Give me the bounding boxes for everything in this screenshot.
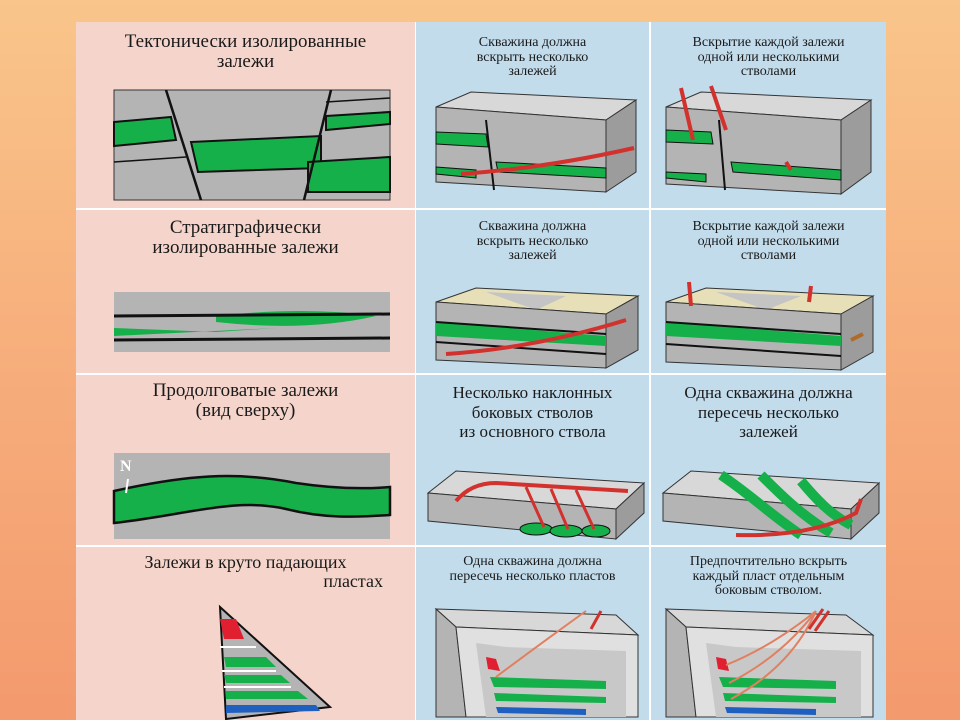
cell-tectonic-single-well: Скважина должна вскрыть несколько залеже…: [416, 22, 649, 208]
title-stratigraphic: Стратиграфически изолированные залежи: [76, 218, 415, 258]
tectonic-block-single-well: [435, 91, 638, 193]
title-line: залежей: [508, 64, 557, 80]
elongated-block-single-well: [661, 470, 881, 541]
title-line: Стратиграфически: [169, 217, 322, 238]
title-line: Одна скважина должна: [463, 554, 602, 569]
elongated-plan-view: N: [112, 453, 392, 539]
cell-elongated: Продолговатые залежи (вид сверху) N: [76, 375, 415, 545]
stratigraphic-block-single-well: [435, 287, 640, 369]
title-line: боковых стволов: [471, 402, 594, 422]
title-line: одной или несколькими: [697, 233, 840, 249]
cell-steep-single-well: Одна скважина должна пересечь несколько …: [416, 547, 649, 720]
title-line: Тектонически изолированные: [124, 31, 367, 52]
cell-stratigraphic: Стратиграфически изолированные залежи: [76, 210, 415, 373]
cell-elongated-single-well: Одна скважина должна пересечь несколько …: [651, 375, 886, 545]
cell-tectonic: Тектонически изолированные залежи: [76, 22, 415, 208]
title-line: залежи: [216, 50, 275, 72]
title-line: Предпочтительно вскрыть: [689, 554, 848, 569]
title-line: Продолговатые залежи: [152, 380, 339, 401]
cell-steep-multi-well: Предпочтительно вскрыть каждый пласт отд…: [651, 547, 886, 720]
title-line: из основного ствола: [459, 422, 606, 442]
title-line: Несколько наклонных: [452, 383, 613, 402]
steep-block-single-well: [434, 607, 640, 718]
title-line: вскрыть несколько: [476, 233, 589, 249]
title-line: стволами: [740, 64, 797, 80]
title-line: пластах: [323, 570, 383, 591]
title-line: каждый пласт отдельным: [692, 568, 845, 584]
title-line: (вид сверху): [195, 399, 296, 421]
title-tectonic-multi-well: Вскрытие каждой залежи одной или несколь…: [651, 35, 886, 80]
title-line: боковым стволом.: [714, 583, 823, 599]
title-stratigraphic-single-well: Скважина должна вскрыть несколько залеже…: [416, 219, 649, 264]
steep-layers-wedge: [218, 604, 333, 720]
title-elongated-single-well: Одна скважина должна пересечь несколько …: [651, 383, 886, 442]
elongated-block-lateral: [426, 470, 646, 541]
title-line: Скважина должна: [478, 35, 587, 50]
title-line: одной или несколькими: [697, 49, 840, 65]
diagram-sheet: Тектонически изолированные залежи Скважи…: [76, 22, 886, 720]
stratigraphic-block-multi-well: [665, 281, 875, 371]
title-line: вскрыть несколько: [476, 49, 589, 65]
stratigraphic-cross-section: [113, 292, 391, 352]
title-line: стволами: [740, 248, 797, 264]
title-elongated: Продолговатые залежи (вид сверху): [76, 381, 415, 421]
title-line: Вскрытие каждой залежи: [692, 219, 845, 234]
title-tectonic-single-well: Скважина должна вскрыть несколько залеже…: [416, 35, 649, 80]
cell-elongated-lateral: Несколько наклонных боковых стволов из о…: [416, 375, 649, 545]
title-line: Вскрытие каждой залежи: [692, 35, 845, 50]
steep-block-multi-well: [664, 607, 875, 718]
title-steep-single-well: Одна скважина должна пересечь несколько …: [416, 554, 649, 584]
title-line: пересечь несколько пластов: [449, 568, 616, 584]
title-stratigraphic-multi-well: Вскрытие каждой залежи одной или несколь…: [651, 219, 886, 264]
title-line: изолированные залежи: [152, 236, 339, 258]
compass-arrow: [125, 478, 129, 494]
title-line: Залежи в круто падающих: [144, 552, 347, 572]
tectonic-cross-section: [113, 89, 391, 201]
title-line: залежей: [739, 422, 798, 442]
title-line: залежей: [508, 248, 557, 264]
title-line: пересечь несколько: [698, 402, 839, 422]
cell-stratigraphic-single-well: Скважина должна вскрыть несколько залеже…: [416, 210, 649, 373]
title-steep: Залежи в круто падающих пластах: [76, 553, 415, 591]
cell-tectonic-multi-well: Вскрытие каждой залежи одной или несколь…: [651, 22, 886, 208]
title-line: Скважина должна: [478, 219, 587, 234]
compass-label: N: [120, 458, 132, 475]
title-elongated-lateral: Несколько наклонных боковых стволов из о…: [416, 383, 649, 442]
title-line: Одна скважина должна: [684, 383, 853, 402]
tectonic-block-multi-well: [665, 85, 873, 195]
cell-stratigraphic-multi-well: Вскрытие каждой залежи одной или несколь…: [651, 210, 886, 373]
title-tectonic: Тектонически изолированные залежи: [76, 32, 415, 72]
title-steep-multi-well: Предпочтительно вскрыть каждый пласт отд…: [651, 554, 886, 599]
cell-steep: Залежи в круто падающих пластах: [76, 547, 415, 720]
